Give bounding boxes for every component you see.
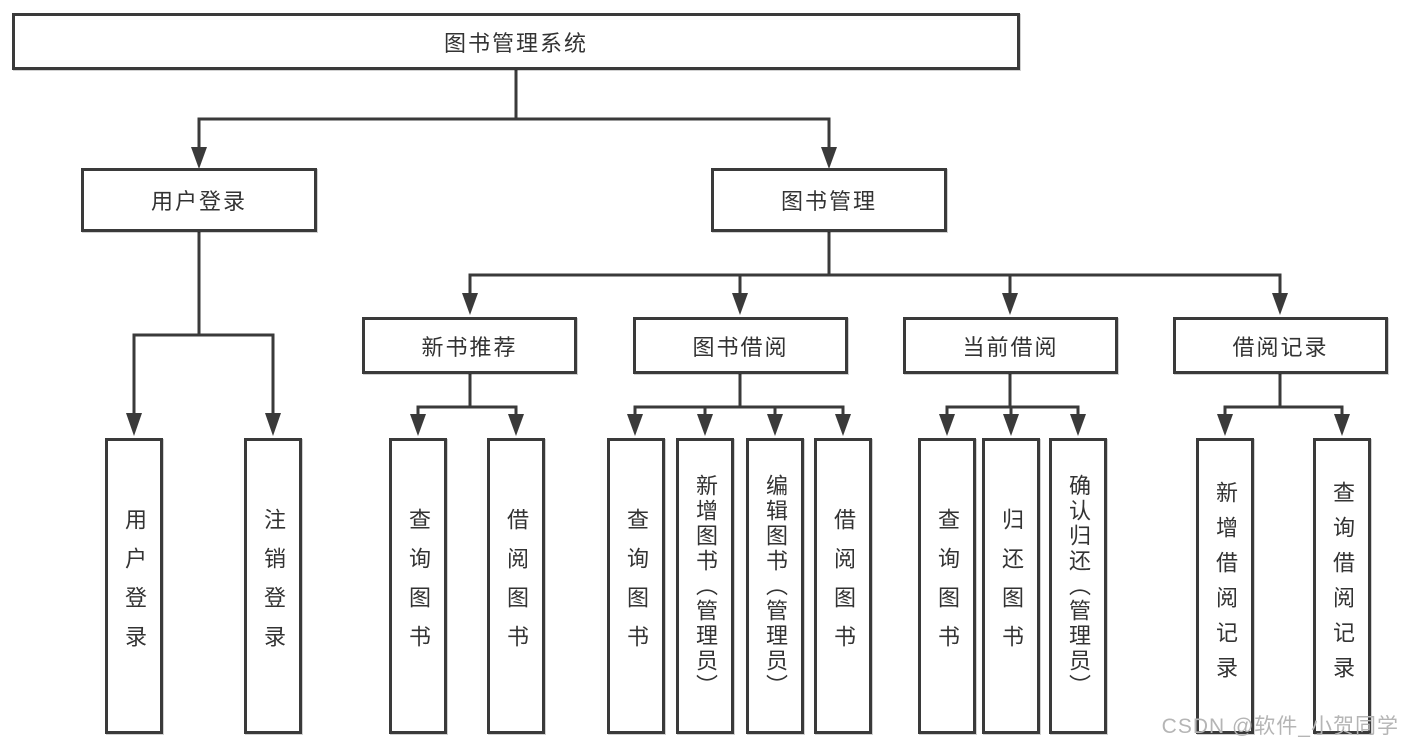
node-new-book-recommend: 新书推荐 [362,317,577,374]
node-label: 查询图书 [406,508,431,664]
node-label: 查询图书 [935,508,960,664]
node-label: 借阅图书 [831,508,856,664]
node-confirm-return-admin: 确认归还（管理员） [1049,438,1107,734]
node-add-borrow-record: 新增借阅记录 [1196,438,1254,734]
node-label: 图书管理系统 [443,30,588,56]
node-label: 确认归还（管理员） [1066,473,1091,699]
node-borrow-books-2: 借阅图书 [814,438,872,734]
node-user-login: 用户登录 [81,168,317,232]
node-label: 新书推荐 [421,334,518,360]
node-label: 借阅记录 [1232,334,1329,360]
node-query-borrow-record: 查询借阅记录 [1313,438,1371,734]
node-book-borrowing: 图书借阅 [633,317,848,374]
node-label: 图书借阅 [692,334,789,360]
node-label: 归还图书 [999,508,1024,664]
node-label: 借阅图书 [504,508,529,664]
node-edit-books-admin: 编辑图书（管理员） [746,438,804,734]
node-label: 用户登录 [122,508,147,664]
node-label: 图书管理 [780,189,877,214]
node-logout: 注销登录 [244,438,302,734]
node-label: 查询借阅记录 [1330,481,1355,691]
node-borrowing-records: 借阅记录 [1173,317,1388,374]
node-library-management-system: 图书管理系统 [12,13,1020,70]
node-label: 用户登录 [150,189,247,214]
node-label: 编辑图书（管理员） [763,473,788,699]
node-label: 注销登录 [261,508,286,664]
node-add-books-admin: 新增图书（管理员） [676,438,734,734]
node-return-books: 归还图书 [982,438,1040,734]
node-borrow-books-1: 借阅图书 [487,438,545,734]
node-query-books-1: 查询图书 [389,438,447,734]
node-user-login-leaf: 用户登录 [105,438,163,734]
node-label: 查询图书 [624,508,649,664]
node-label: 当前借阅 [962,334,1059,360]
node-label: 新增图书（管理员） [693,473,718,699]
node-book-management: 图书管理 [711,168,947,232]
node-query-books-3: 查询图书 [918,438,976,734]
node-query-books-2: 查询图书 [607,438,665,734]
csdn-watermark: CSDN @软件_小贺同学 [1161,715,1399,738]
node-current-borrowing: 当前借阅 [903,317,1118,374]
node-label: 新增借阅记录 [1213,481,1238,691]
